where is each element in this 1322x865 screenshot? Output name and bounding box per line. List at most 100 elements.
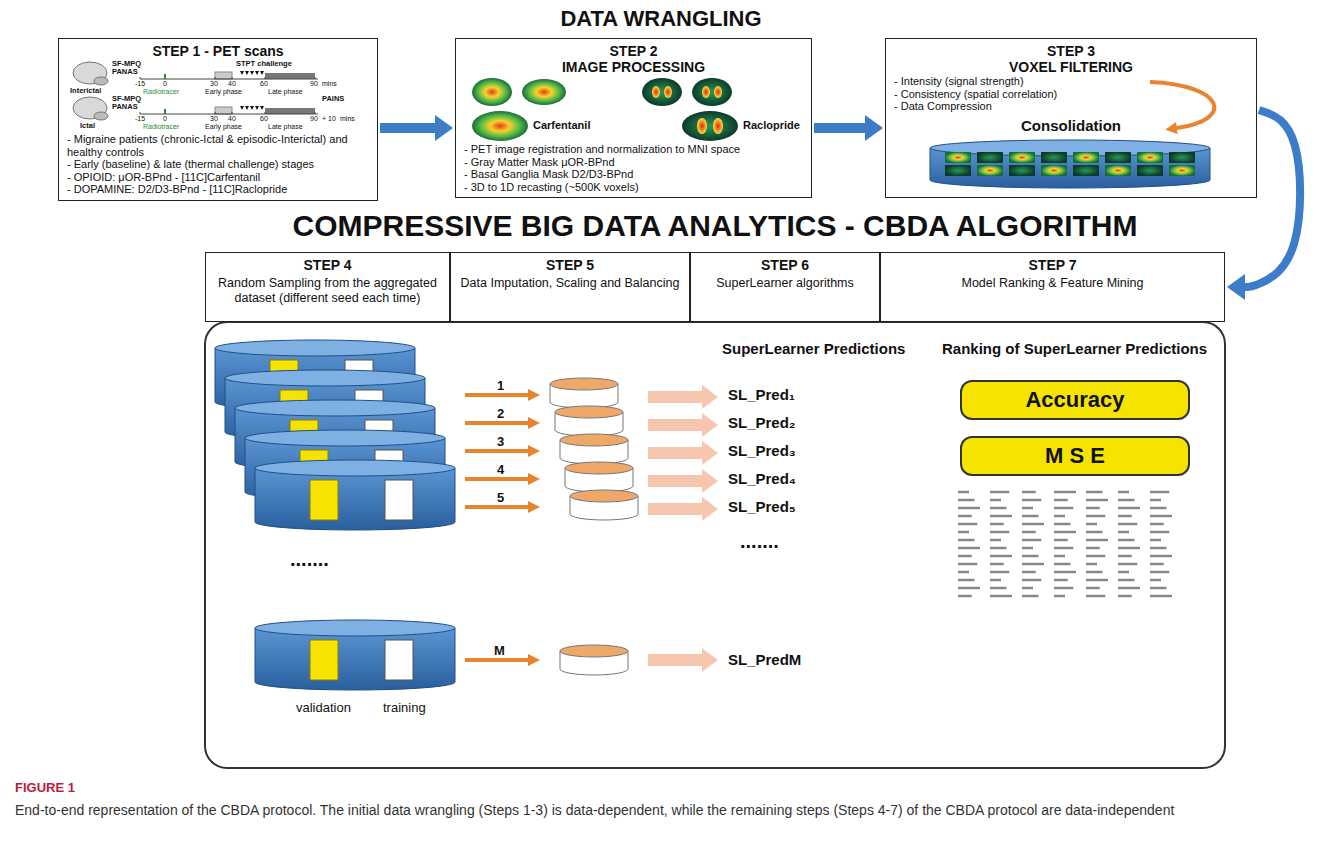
illustration-part [1054, 523, 1071, 526]
illustration-part [1118, 587, 1140, 590]
label: 60 [260, 115, 268, 123]
node-text: - Early (baseline) & late (thermal chall… [67, 158, 369, 171]
label: PANAS [112, 68, 138, 77]
illustration-part [1150, 523, 1164, 526]
label: 0 [163, 115, 167, 123]
spacer [894, 134, 1248, 190]
label: 5 [497, 490, 504, 505]
illustration-part [1041, 165, 1067, 176]
node-text: Random Sampling from the aggregated data… [214, 276, 441, 306]
illustration-part [1022, 515, 1039, 518]
label: Ictal [80, 122, 95, 131]
illustration-part [164, 109, 166, 114]
illustration-part [1118, 571, 1129, 574]
illustration-part [255, 106, 259, 110]
illustration-part [1086, 491, 1103, 494]
illustration-part [1150, 82, 1214, 128]
illustration-part [958, 579, 975, 582]
label: PAINS [322, 95, 344, 104]
illustration-part [958, 515, 972, 518]
step-box: STEP 7 Model Ranking & Feature Mining [880, 252, 1225, 322]
illustration-part [1150, 515, 1172, 518]
illustration-part [315, 77, 316, 79]
step-box: STEP 6SuperLearner algorithms [690, 252, 880, 322]
illustration-part [240, 71, 244, 75]
node-text: Model Ranking & Feature Mining [889, 276, 1216, 291]
illustration-part [245, 430, 445, 446]
illustration-part [560, 645, 628, 657]
illustration-part [1054, 579, 1068, 582]
illustration-part [958, 571, 969, 574]
illustration-part [225, 370, 425, 386]
node-text: - PET image registration and normalizati… [464, 143, 803, 156]
illustration-part [1022, 507, 1033, 510]
illustration-part [250, 71, 254, 75]
node-text: STEP 7 [889, 257, 1216, 273]
illustration-part [990, 555, 1012, 558]
illustration-part [990, 499, 1001, 502]
label: 30 [210, 80, 218, 88]
illustration-part [1150, 507, 1167, 510]
illustration-part [315, 112, 316, 114]
illustration-part [1086, 507, 1100, 510]
illustration-part [1150, 555, 1172, 558]
illustration-part [260, 71, 264, 75]
label: Late phase [268, 88, 303, 96]
node-text: STEP 1 - PET scans [67, 43, 369, 59]
illustration-part [990, 491, 1009, 494]
illustration-part [215, 112, 216, 114]
illustration-part [265, 108, 315, 114]
node-text: - OPIOID: μOR-BPnd - [11C]Carfentanil [67, 171, 369, 184]
illustration-part [310, 480, 338, 520]
node-text: IMAGE PROCESSING [464, 59, 803, 75]
illustration-part [1086, 515, 1105, 518]
illustration-part [1137, 152, 1163, 163]
illustration-part [1118, 491, 1129, 494]
illustration-part [1073, 165, 1099, 176]
illustration-part [1105, 152, 1131, 163]
label: 4 [497, 462, 504, 477]
illustration-part [990, 523, 1004, 526]
illustration-part [697, 118, 707, 134]
label: 30 [210, 115, 218, 123]
label: ....... [740, 530, 779, 553]
illustration-part [1150, 571, 1169, 574]
label: Early phase [205, 88, 242, 96]
illustration-part [465, 477, 528, 481]
illustration-part [1009, 152, 1035, 163]
illustration-part [94, 112, 108, 120]
illustration-part [1054, 491, 1076, 494]
illustration-part [245, 71, 249, 75]
illustration-part [713, 118, 723, 134]
illustration-part [1022, 587, 1033, 590]
illustration-part [1118, 515, 1132, 518]
illustration-part [215, 77, 216, 79]
illustration-part [1150, 499, 1161, 502]
label: training [383, 700, 426, 715]
illustration-part [990, 587, 1007, 590]
illustration-part [945, 152, 971, 163]
illustration-part [465, 505, 528, 509]
caption: End-to-end representation of the CBDA pr… [15, 801, 1305, 820]
illustration-part [1086, 547, 1100, 550]
illustration-part [255, 628, 455, 690]
illustration-part [255, 460, 455, 476]
illustration-part [990, 539, 1001, 542]
label: PANAS [112, 103, 138, 112]
illustration-part [990, 547, 1007, 550]
illustration-part [465, 421, 528, 425]
illustration-part [1086, 555, 1105, 558]
illustration-part [140, 77, 141, 79]
illustration-part [1118, 523, 1137, 526]
illustration-part [648, 419, 702, 431]
node-text: VOXEL FILTERING [894, 59, 1248, 75]
illustration-part [1150, 539, 1161, 542]
label: Late phase [268, 123, 303, 131]
illustration-part [565, 462, 633, 474]
illustration-part [1118, 563, 1137, 566]
illustration-part [642, 78, 682, 106]
label: -15 [135, 115, 145, 123]
illustration-part [1073, 152, 1099, 163]
illustration-part [648, 475, 702, 487]
